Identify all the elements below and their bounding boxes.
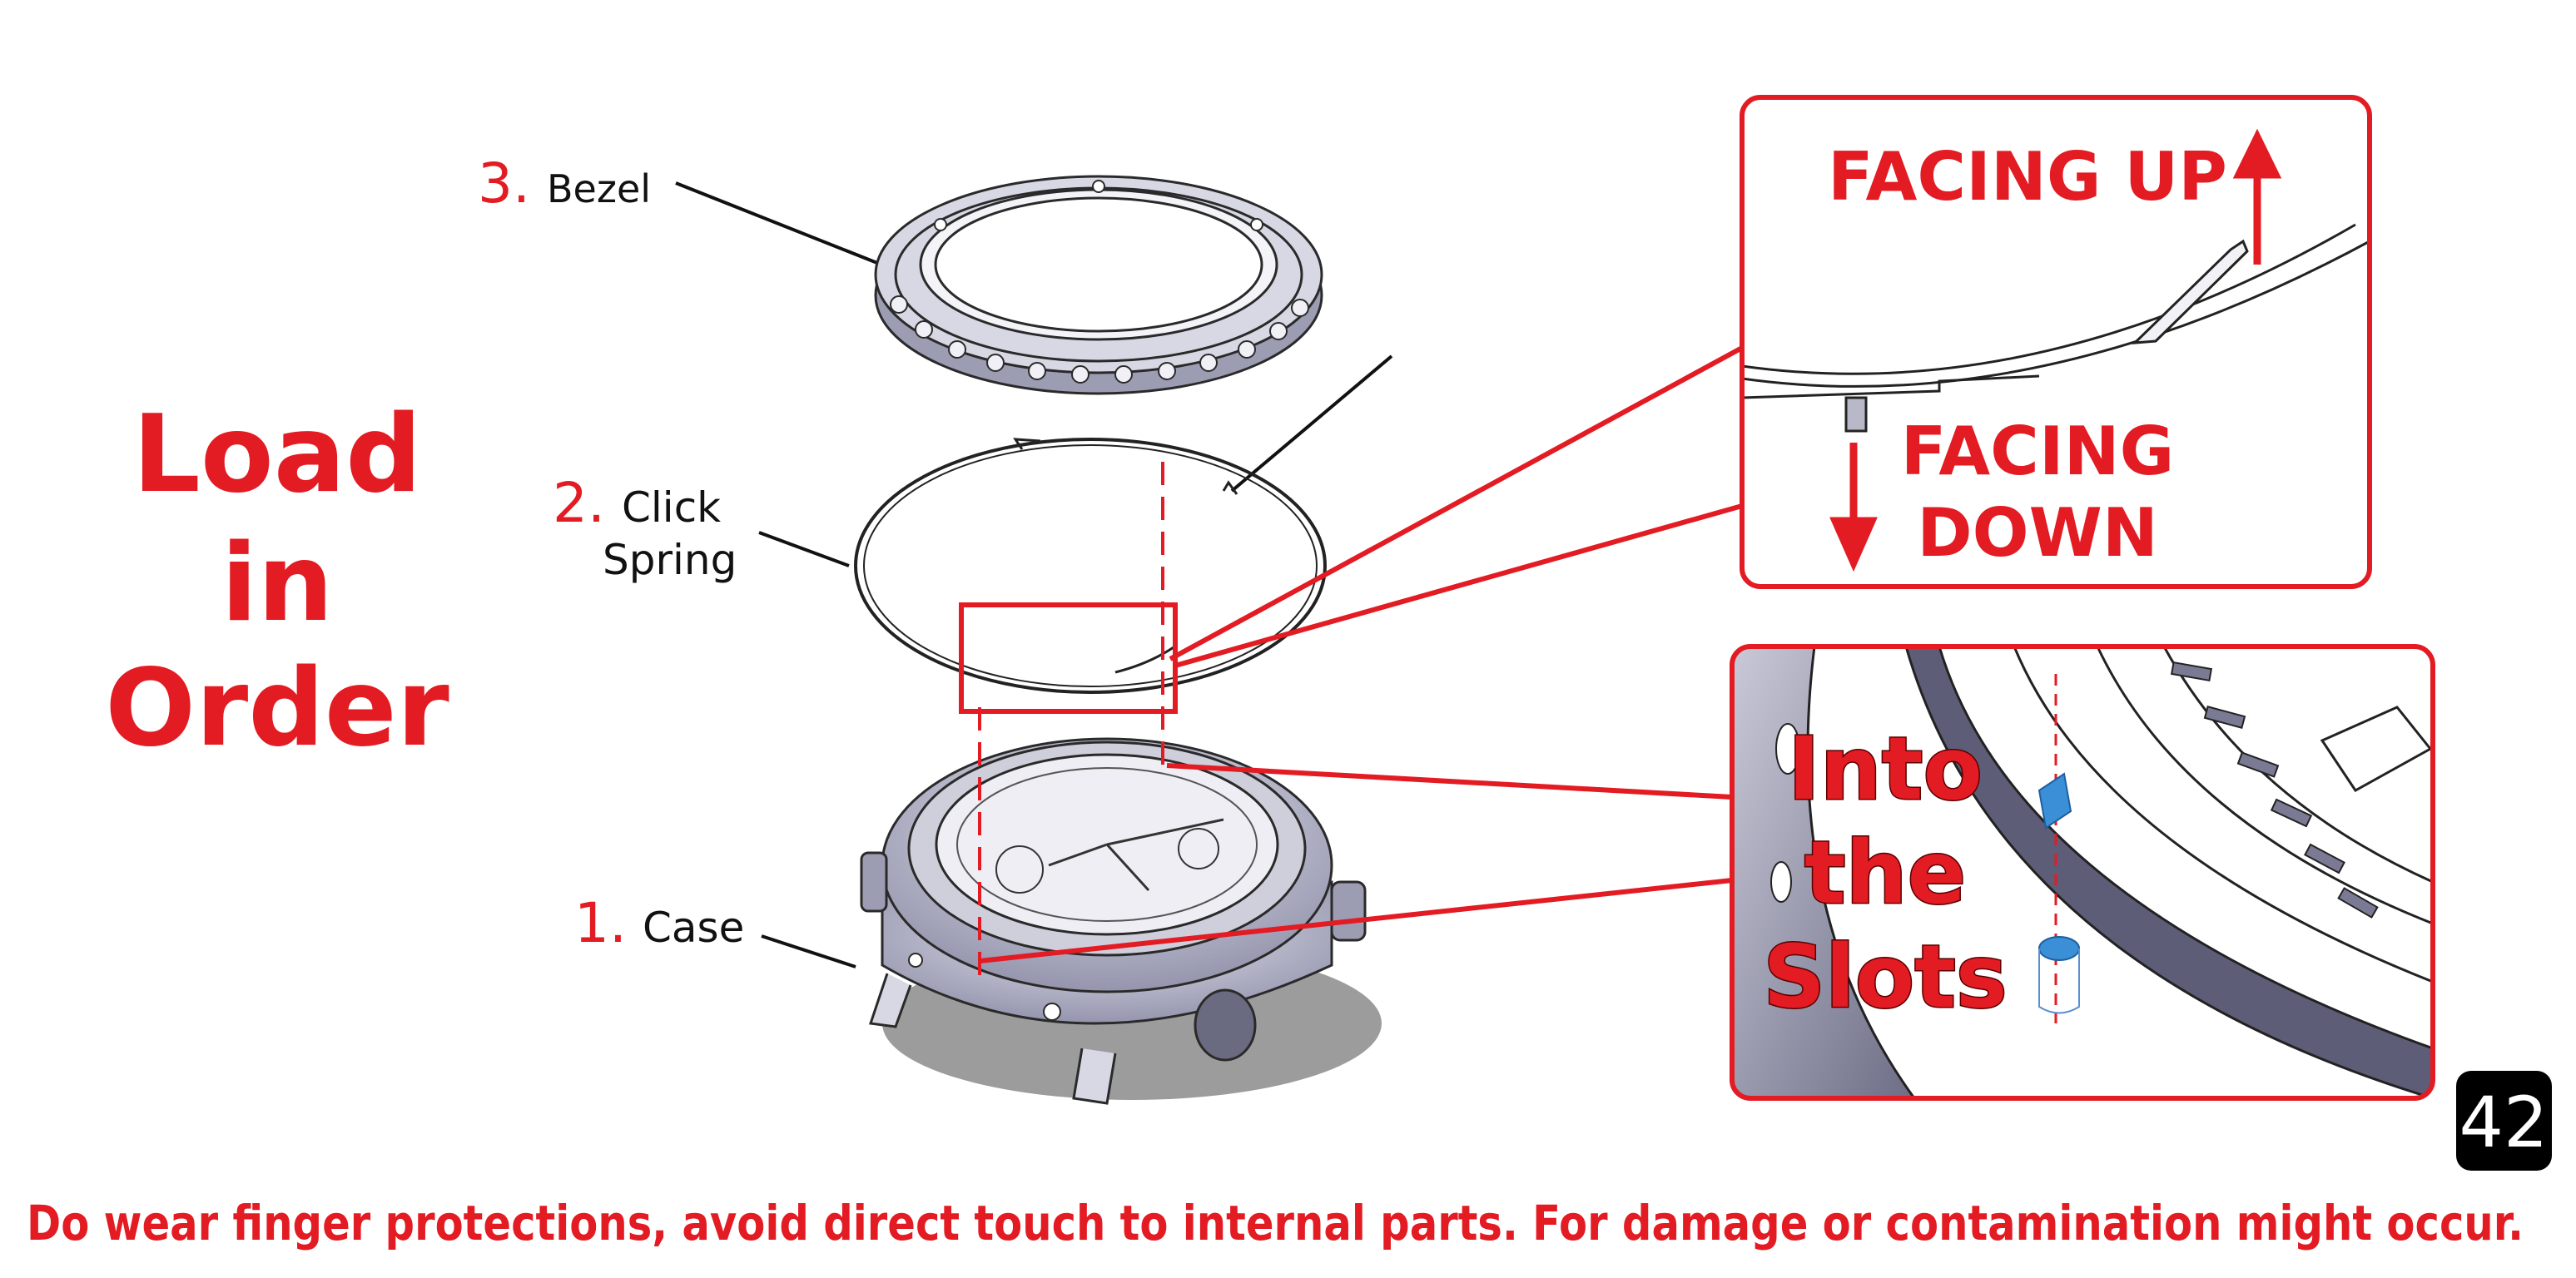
heading-line-1: Load: [132, 393, 422, 517]
part-label-case: 1. Case: [574, 891, 856, 968]
part-number-3: 3.: [478, 151, 530, 215]
part-name-spring: Spring: [603, 536, 737, 584]
leader-line-spring-tab: [1230, 354, 1393, 493]
slot-marker-hole: [2038, 936, 2080, 961]
callout-line-top-b: [1174, 503, 1743, 668]
part-name-click: Click: [622, 483, 721, 532]
part-name-case: Case: [643, 904, 744, 952]
callout-line-top-a: [1169, 345, 1744, 661]
case-drawing: [860, 737, 1382, 1105]
callout-line-bottom-a: [1166, 763, 1733, 800]
bezel-drawing: [874, 175, 1323, 395]
callout-line-bottom-b: [979, 878, 1733, 963]
click-spring-drawing: [854, 438, 1327, 694]
leader-line-case: [761, 934, 856, 968]
part-number-1: 1.: [574, 891, 627, 955]
slot-marker-tab: [2037, 772, 2072, 830]
page-number-badge: 42: [2456, 1071, 2552, 1171]
spring-detail-highlight: [959, 602, 1178, 714]
slots-text-3: Slots: [1763, 926, 2008, 1028]
leader-line-bezel: [675, 181, 886, 268]
part-label-click-spring: 2. Click Spring: [553, 471, 850, 584]
part-name-bezel: Bezel: [547, 166, 651, 211]
alignment-guides: [959, 345, 1744, 986]
part-label-bezel: 3. Bezel: [478, 151, 886, 268]
page-number: 42: [2459, 1082, 2549, 1163]
part-number-2: 2.: [553, 471, 605, 535]
slots-callout: Into the Slots: [1730, 644, 2435, 1101]
arrow-down-icon: [1829, 443, 1878, 572]
facing-down-text-2: DOWN: [1917, 494, 2158, 572]
load-in-order-heading: Load in Order: [105, 393, 449, 770]
heading-line-2: in: [221, 522, 334, 646]
facing-callout: FACING UP FACING DOWN: [1740, 95, 2372, 589]
heading-line-3: Order: [105, 646, 449, 770]
slots-text-2: the: [1804, 822, 1966, 924]
facing-up-text: FACING UP: [1828, 138, 2227, 215]
warning-text: Do wear finger protections, avoid direct…: [27, 1195, 2524, 1251]
slots-text-1: Into: [1788, 718, 1983, 820]
facing-down-text-1: FACING: [1901, 413, 2174, 490]
leader-line-click-spring: [758, 531, 850, 567]
arrow-up-icon: [2232, 128, 2282, 265]
